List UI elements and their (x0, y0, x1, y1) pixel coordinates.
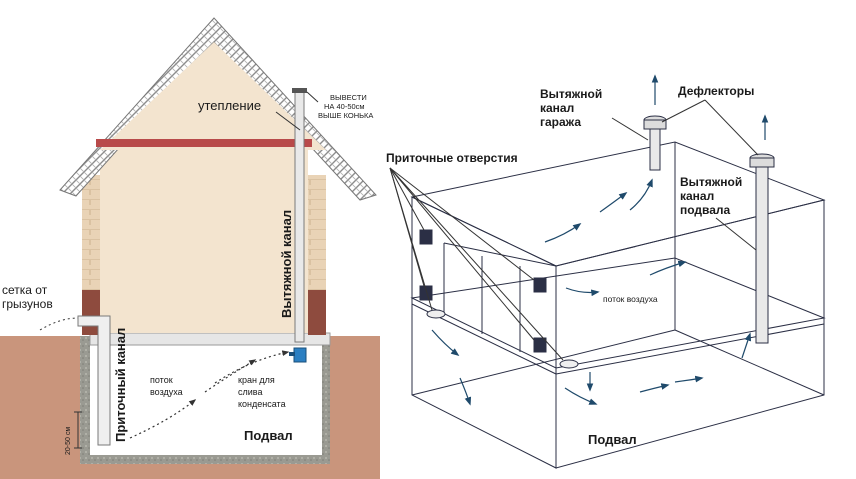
basement-exhaust-leader (715, 217, 757, 251)
flow-arrow-9 (639, 383, 670, 393)
garage-exhaust-leader (611, 117, 649, 141)
insulation-leader (275, 111, 301, 131)
right-brick-band (308, 290, 326, 335)
garage-exhaust-label-1: Вытяжной (540, 87, 602, 101)
basement-interior (90, 345, 322, 455)
garage-exhaust-label-3: гаража (540, 115, 581, 129)
partition-top (443, 242, 557, 267)
flow-arrow-2 (599, 191, 628, 213)
supply-opening-2 (419, 285, 433, 301)
rodent-net-label-1: сетка от (2, 283, 48, 297)
flow-arrow-8 (564, 387, 598, 405)
box-floor-slab-edge-2 (555, 323, 825, 375)
insulation-band (96, 139, 312, 147)
left-brick-band (82, 290, 100, 335)
box-airflow-label: поток воздуха (603, 294, 658, 304)
supply-leader-1 (389, 167, 425, 231)
exhaust-pipe-cap (292, 88, 307, 93)
supply-openings-label: Приточные отверстия (386, 151, 518, 165)
supply-opening-3 (533, 277, 547, 293)
box-floor-slab (410, 257, 826, 369)
house-basement-label: Подвал (244, 428, 293, 443)
house-airflow-label-2: воздуха (150, 387, 183, 397)
flow-arrow-6 (431, 329, 460, 357)
garage-exhaust-label-2: канал (540, 101, 574, 115)
flow-arrow-1 (544, 223, 582, 243)
flow-arrow-5 (565, 287, 600, 297)
basement-exhaust-label-3: подвала (680, 203, 731, 217)
condensate-tap-label-3: конденсата (238, 399, 286, 409)
house-airflow-label-1: поток (150, 375, 173, 385)
attic-gable (100, 42, 326, 150)
insulation-label: утепление (198, 98, 261, 113)
house-wall-area (100, 145, 308, 333)
flow-arrow-11 (741, 332, 752, 359)
condensate-tap-label-2: слива (238, 387, 262, 397)
flow-arrow-10 (674, 375, 704, 383)
ridge-note-line-2: НА 40-50см (324, 102, 365, 111)
basement-deflector-body (749, 157, 775, 168)
box-back-bottom-left (411, 329, 676, 396)
rodent-net-pointer (39, 317, 79, 331)
garage-deflector-body (643, 119, 667, 130)
deflectors-label: Дефлекторы (678, 84, 754, 98)
flow-arrow-4 (649, 260, 687, 276)
garage-exhaust-pipe (649, 127, 661, 171)
house-section: утепление ВЫВЕСТИ НА 40-50см ВЫШЕ КОНЬКА… (0, 17, 380, 479)
condensate-tap-valve (289, 352, 295, 356)
supply-opening-4 (533, 337, 547, 353)
rodent-net-label-2: грызунов (2, 297, 53, 311)
flow-arrow-7 (459, 377, 472, 406)
box-basement-label: Подвал (588, 432, 637, 447)
basement-exhaust-pipe (755, 164, 769, 344)
roof (59, 17, 377, 201)
supply-leader-4 (389, 167, 535, 281)
condensate-tap-label-1: кран для (238, 375, 275, 385)
airflow-arrow-1 (129, 399, 197, 439)
supply-channel-label: Приточный канал (113, 328, 128, 442)
ridge-note-line-3: ВЫШЕ КОНЬКА (318, 111, 373, 120)
basement-exhaust-label-1: Вытяжной (680, 175, 742, 189)
floor-vent-2 (559, 359, 579, 369)
basement-scheme (410, 115, 826, 469)
box-flow-arrows (431, 74, 769, 406)
supply-opening-1 (419, 229, 433, 245)
basement-exhaust-label-2: канал (680, 189, 714, 203)
box-leaders (389, 99, 759, 361)
box-right-face (555, 199, 825, 469)
height-mark-label: 20-50 см (65, 427, 72, 455)
supply-pipe (77, 315, 111, 446)
floor-vent-1 (426, 309, 446, 319)
supply-leader-3 (389, 167, 433, 311)
ridge-note-line-1: ВЫВЕСТИ (330, 93, 367, 102)
deflector-leader-1 (661, 99, 706, 123)
condensate-tap (293, 347, 307, 363)
supply-leader-5 (389, 167, 564, 361)
supply-leader-6 (389, 167, 535, 341)
exhaust-channel-label: Вытяжной канал (279, 210, 294, 318)
box-back-bottom-right (674, 329, 825, 396)
airflow-arrow-3 (214, 350, 290, 384)
ridge-note-leader (306, 91, 319, 103)
flow-arrow-3 (629, 178, 653, 211)
deflector-leader-2 (704, 99, 759, 156)
